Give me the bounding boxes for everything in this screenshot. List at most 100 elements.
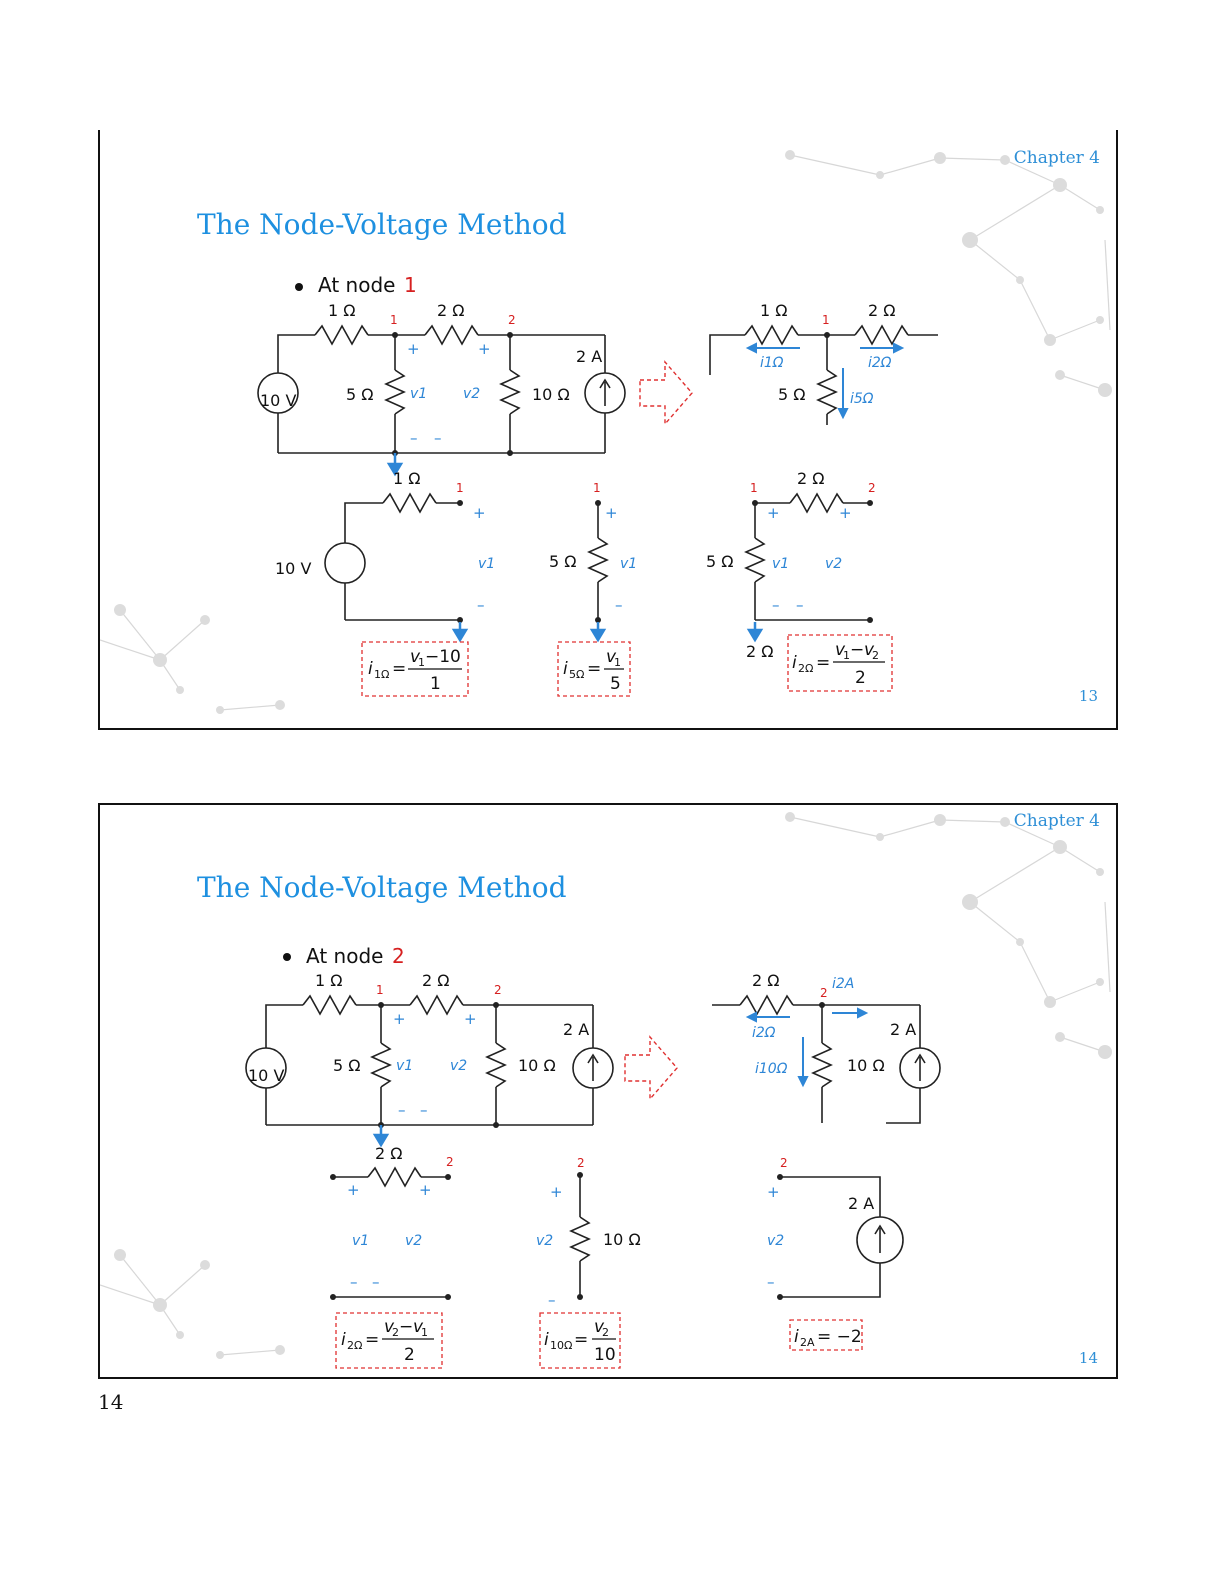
label-r1: 1 Ω (315, 971, 343, 990)
subC-plus-1: + (767, 504, 780, 522)
svg-text:5Ω: 5Ω (569, 668, 584, 681)
v1-minus: – (410, 429, 418, 447)
subA-plus: + (473, 504, 486, 522)
subC-r2: 2 Ω (797, 469, 825, 488)
v2-minus: – (420, 1101, 428, 1119)
subB-v2: v2 (536, 1233, 553, 1249)
svg-text:v: v (410, 647, 421, 667)
slide-13: Chapter 4 The Node-Voltage Method At nod… (98, 130, 1118, 730)
svg-text:i: i (341, 1330, 346, 1350)
svg-text:2: 2 (855, 668, 866, 688)
label-r10: 10 Ω (518, 1056, 556, 1075)
transform-arrow-icon (624, 1035, 678, 1101)
subC-minus: – (767, 1273, 775, 1291)
slide-number: 14 (1078, 1349, 1098, 1367)
subC-plus: + (767, 1183, 780, 1201)
v2-plus: + (464, 1010, 477, 1028)
svg-text:= −2: = −2 (817, 1327, 862, 1347)
label-src-i: 2 A (563, 1020, 589, 1039)
circuit-diagram: At node 1 1 Ω 2 Ω 1 (257, 273, 938, 697)
subC-v1: v1 (772, 556, 789, 572)
subA-node-1: 1 (456, 481, 464, 495)
label-r5: 5 Ω (333, 1056, 361, 1075)
node-2-label: 2 (494, 983, 502, 997)
slide-number: 13 (1078, 687, 1098, 705)
svg-text:v: v (835, 640, 846, 660)
subA-plus-1: + (347, 1181, 360, 1199)
svg-text:1: 1 (843, 649, 850, 662)
svg-text:−10: −10 (425, 647, 461, 667)
right-r1: 1 Ω (760, 301, 788, 320)
svg-text:v: v (606, 647, 617, 667)
svg-text:1: 1 (421, 1326, 428, 1339)
node-1-label: 1 (376, 983, 384, 997)
label-r1: 1 Ω (328, 301, 356, 320)
subB-plus: + (605, 504, 618, 522)
svg-text:=: = (392, 659, 406, 679)
svg-text:i: i (792, 653, 797, 673)
i2A-label: i2A (832, 976, 854, 992)
subC-src-i: 2 A (848, 1194, 874, 1213)
subC-r2-bottom: 2 Ω (746, 642, 774, 661)
label-src-i: 2 A (576, 347, 602, 366)
slide-14: Chapter 4 The Node-Voltage Method At nod… (98, 803, 1118, 1379)
i10-label: i10Ω (755, 1061, 788, 1077)
svg-text:v: v (384, 1317, 395, 1337)
svg-text:2: 2 (404, 1345, 415, 1365)
bullet-node: 1 (404, 273, 417, 297)
svg-text:=: = (365, 1330, 379, 1350)
slide-title: The Node-Voltage Method (197, 871, 567, 904)
subA-v1: v1 (478, 556, 495, 572)
svg-text:−: − (399, 1317, 413, 1337)
svg-text:i: i (368, 659, 373, 679)
svg-text:i: i (794, 1327, 799, 1347)
svg-text:2Ω: 2Ω (347, 1339, 362, 1352)
svg-text:−: − (850, 640, 864, 660)
label-r2: 2 Ω (422, 971, 450, 990)
subA-r2: 2 Ω (375, 1144, 403, 1163)
v1-plus: + (407, 340, 420, 358)
network-decoration (100, 150, 1112, 714)
subB-v1: v1 (620, 556, 637, 572)
subC-plus-2: + (839, 504, 852, 522)
label-r10: 10 Ω (532, 385, 570, 404)
v1-minus: – (398, 1101, 406, 1119)
subA-plus-2: + (419, 1181, 432, 1199)
svg-text:10Ω: 10Ω (550, 1339, 572, 1352)
bullet-text: At node (318, 273, 395, 297)
svg-text:2: 2 (872, 649, 879, 662)
slide-title: The Node-Voltage Method (197, 208, 567, 241)
svg-text:1Ω: 1Ω (374, 668, 389, 681)
subB-r5: 5 Ω (549, 552, 577, 571)
right-r10: 10 Ω (847, 1056, 885, 1075)
v2-label: v2 (450, 1058, 467, 1074)
v2-plus: + (478, 340, 491, 358)
bullet-text: At node (306, 944, 383, 968)
bullet-dot (283, 953, 291, 961)
label-r5: 5 Ω (346, 385, 374, 404)
right-r2: 2 Ω (868, 301, 896, 320)
svg-text:i: i (544, 1330, 549, 1350)
svg-text:2A: 2A (800, 1336, 815, 1349)
subA-minus-2: – (372, 1273, 380, 1291)
i2-label: i2Ω (868, 355, 892, 371)
subC-minus-2: – (796, 596, 804, 614)
subC-node-1: 1 (750, 481, 758, 495)
label-r2: 2 Ω (437, 301, 465, 320)
svg-text:1: 1 (614, 656, 621, 669)
subC-v2: v2 (825, 556, 842, 572)
subB-node-1: 1 (593, 481, 601, 495)
chapter-label: Chapter 4 (1013, 811, 1100, 831)
label-src-v: 10 V (248, 1066, 284, 1085)
v1-label: v1 (396, 1058, 413, 1074)
svg-text:=: = (816, 653, 830, 673)
svg-text:v: v (413, 1317, 424, 1337)
subB-minus: – (615, 596, 623, 614)
subC-r5: 5 Ω (706, 552, 734, 571)
subC-node-2: 2 (868, 481, 876, 495)
right-r5: 5 Ω (778, 385, 806, 404)
v1-plus: + (393, 1010, 406, 1028)
